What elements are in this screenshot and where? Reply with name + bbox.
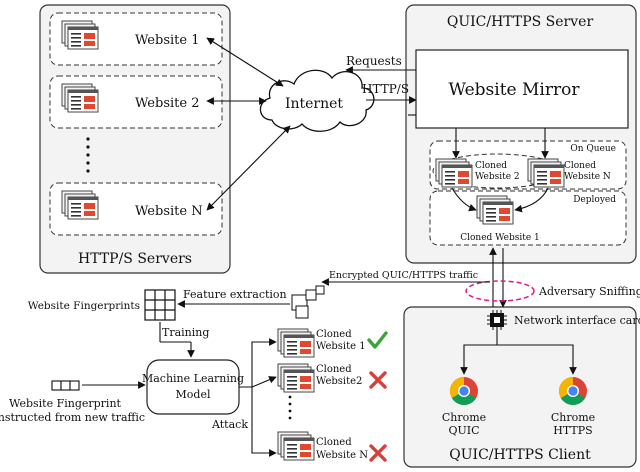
candidate-2-line-1: Cloned	[316, 364, 352, 375]
candidate-2-icon	[277, 363, 315, 393]
sniffing-ellipse	[465, 280, 535, 302]
ml-model-line-1: Machine Learning	[142, 372, 244, 385]
cloned-website-2-line-1: Cloned	[475, 161, 507, 171]
candidate-website-1: Cloned Website 1	[277, 328, 388, 358]
website-mirror-label: Website Mirror	[449, 80, 581, 100]
mirror-to-queue-arrows	[452, 128, 549, 159]
fingerprints-label: Website Fingerprints	[28, 300, 140, 312]
candidate-website-n: Cloned Website N	[277, 431, 387, 462]
attack-label: Attack	[211, 418, 248, 431]
candidate-dots	[288, 395, 292, 420]
network-card-icon	[487, 310, 507, 330]
packets-icon	[291, 285, 325, 319]
training-label: Training	[162, 326, 209, 339]
quic-client-box	[403, 306, 637, 468]
network-card-label: Network interface card	[514, 314, 640, 327]
chrome-quic-icon	[450, 377, 478, 405]
deployed-label: Deployed	[573, 195, 616, 205]
cloned-website-2-line-2: Website 2	[475, 172, 520, 182]
check-icon	[367, 331, 388, 349]
website-n-icon	[61, 190, 99, 220]
new-fingerprint-line-2: constructed from new traffic	[0, 411, 145, 424]
attack-pipeline: Website Fingerprints Feature extraction …	[0, 285, 388, 462]
ml-model-line-2: Model	[176, 388, 211, 401]
cloned-website-n-icon	[527, 158, 565, 188]
queue-to-deployed-arrows	[451, 187, 549, 213]
nic-to-browsers-links	[460, 330, 577, 375]
feature-extraction-label: Feature extraction	[183, 288, 287, 301]
internet-cloud: Internet	[259, 69, 375, 132]
http-servers-panel: Website 1 Website 2 Website N HTTP/S Ser…	[39, 4, 231, 274]
website-2-label: Website 2	[135, 96, 199, 111]
internet-label: Internet	[285, 96, 343, 112]
requests-label: Requests	[346, 54, 402, 68]
website-ellipsis-dots	[86, 137, 90, 173]
cloned-website-n-line-1: Cloned	[564, 161, 596, 171]
website-internet-links	[206, 37, 291, 211]
cloned-website-2-icon	[435, 158, 473, 188]
chrome-quic-line-2: QUIC	[448, 424, 479, 437]
website-1-label: Website 1	[135, 33, 199, 48]
chrome-quic-line-1: Chrome	[442, 411, 486, 424]
http-servers-label: HTTP/S Servers	[78, 251, 192, 267]
quic-server-panel: QUIC/HTTPS Server Website Mirror On Queu…	[405, 4, 637, 264]
cloned-website-n-line-2: Website N	[564, 172, 611, 182]
quic-client-panel: Network interface card Chrome QUIC Chrom…	[403, 306, 640, 468]
website-n-label: Website N	[135, 204, 203, 219]
chrome-https-icon	[559, 377, 587, 405]
cross-icon	[369, 371, 387, 389]
fingerprint-grid-icon	[144, 289, 176, 321]
quic-client-title: QUIC/HTTPS Client	[449, 447, 591, 463]
quic-server-title: QUIC/HTTPS Server	[447, 14, 594, 30]
cloned-website-1-icon	[476, 195, 514, 225]
cloud-icon	[259, 69, 375, 132]
on-queue-label: On Queue	[570, 144, 616, 154]
server-client-traffic: Adversary Sniffing Encrypted QUIC/HTTPS …	[321, 247, 640, 308]
website-mirror-box	[415, 49, 629, 129]
candidate-n-line-1: Cloned	[316, 437, 352, 448]
candidate-1-line-1: Cloned	[316, 329, 352, 340]
new-fingerprint-line-1: Website Fingerprint	[9, 397, 121, 410]
candidate-n-line-2: Website N	[316, 450, 368, 461]
chrome-https-line-1: Chrome	[551, 411, 595, 424]
internet-mirror-links: Requests HTTP/S	[345, 54, 417, 116]
candidate-2-line-2: Website2	[316, 376, 362, 387]
new-fingerprint-icon	[51, 380, 80, 391]
encrypted-traffic-label: Encrypted QUIC/HTTPS traffic	[329, 270, 478, 281]
candidate-n-icon	[277, 431, 315, 461]
cloned-website-1-label: Cloned Website 1	[460, 233, 540, 243]
website-2-icon	[61, 83, 99, 113]
cross-icon	[369, 444, 387, 462]
chrome-https-line-2: HTTPS	[553, 424, 592, 437]
sniffing-label: Adversary Sniffing	[538, 285, 640, 298]
ml-model-box	[146, 359, 240, 415]
https-label: HTTP/S	[362, 82, 409, 96]
candidate-website-2: Cloned Website2	[277, 363, 387, 393]
candidate-1-line-2: Website 1	[316, 341, 366, 352]
candidate-1-icon	[277, 328, 315, 358]
website-1-icon	[61, 20, 99, 50]
